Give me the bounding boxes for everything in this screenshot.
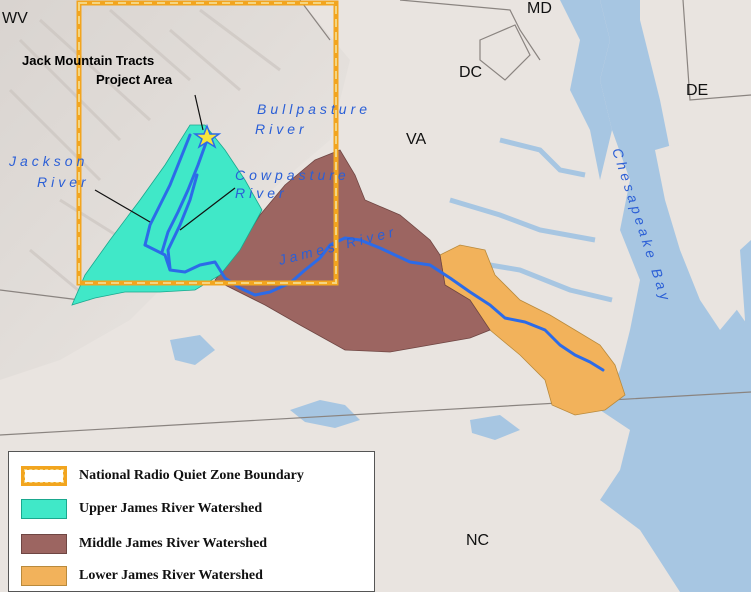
project-area-label-line-1: Jack Mountain Tracts [22,53,154,68]
bullpasture-river-line [160,138,209,254]
star-icon [192,123,222,149]
terrain-ridges [8,8,281,302]
state-label-dc: DC [459,64,482,81]
upper-james-watershed [71,124,263,306]
legend-item-lower-james: Lower James River Watershed [21,564,263,588]
jackson-river-line [143,133,192,247]
atlantic-ocean [690,240,751,592]
cowpasture-river-line [166,173,199,270]
state-label-nc: NC [466,532,489,549]
jackson-river-label-line-1: Jackson [8,153,88,169]
chesapeake-bay [560,0,751,592]
state-boundary-lines [0,0,751,436]
eastern-shore [655,140,745,330]
lake-3 [470,415,520,440]
legend-label-lower-james: Lower James River Watershed [79,568,263,583]
jackson-river-label-line-2: River [37,174,90,190]
state-label-de: DE [686,82,708,99]
bullpasture-river-label-line-2: River [255,121,308,137]
lower-james-swatch [21,566,67,586]
james-river-line [143,236,605,372]
map-legend: National Radio Quiet Zone Boundary Upper… [8,451,375,592]
legend-item-quiet-zone: National Radio Quiet Zone Boundary [21,464,304,488]
bay-inlet [560,0,612,180]
state-label-va: VA [406,131,426,148]
middle-james-swatch [21,534,67,554]
lake-2 [290,400,360,428]
legend-label-upper-james: Upper James River Watershed [79,501,263,516]
legend-label-quiet-zone: National Radio Quiet Zone Boundary [79,468,304,483]
state-label-wv: WV [2,10,28,27]
legend-item-upper-james: Upper James River Watershed [21,497,262,521]
project-area-label-line-2: Project Area [96,72,173,87]
middle-james-watershed [214,149,491,353]
quiet-zone-boundary-dash [78,2,337,284]
label-leader-lines [94,94,236,231]
legend-item-middle-james: Middle James River Watershed [21,532,267,556]
state-label-md: MD [527,0,552,17]
legend-label-middle-james: Middle James River Watershed [79,536,268,551]
cowpasture-river-label-line-1: Cowpasture [235,167,350,183]
cowpasture-river-label-line-2: River [235,185,288,201]
lake-1 [170,335,215,365]
quiet-zone-swatch [21,466,67,486]
bullpasture-river-label-line-1: Bullpasture [257,101,371,117]
river-network [143,133,605,372]
upper-james-swatch [21,499,67,519]
